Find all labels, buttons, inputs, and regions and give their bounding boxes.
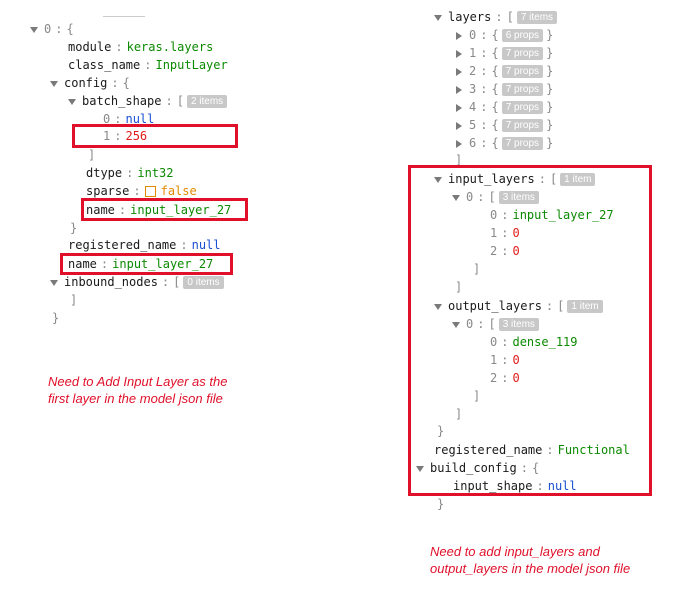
array-close: ]: [88, 148, 96, 162]
prop-count-badge: 6 props: [501, 29, 544, 42]
annotation-note: Need to Add Input Layer as the first lay…: [48, 374, 228, 406]
array-item-1[interactable]: 1:0: [490, 353, 520, 367]
highlight-box: [408, 165, 652, 496]
collapsed-caret-icon[interactable]: [456, 67, 462, 76]
property-name[interactable]: name:input_layer_27: [68, 257, 214, 271]
expand-caret-icon[interactable]: [30, 26, 38, 33]
checkbox-icon[interactable]: [144, 186, 156, 197]
object-close: }: [437, 424, 445, 438]
array-close: ]: [455, 280, 463, 294]
divider: [103, 16, 145, 17]
array-item-2[interactable]: 2:0: [490, 244, 520, 258]
array-close: ]: [455, 407, 463, 421]
property-sparse[interactable]: sparse:false: [86, 184, 197, 198]
array-close: ]: [473, 389, 481, 403]
item-count-badge: 7 items: [516, 11, 558, 24]
tree-node-input-layers-0[interactable]: 0:[3 items: [452, 188, 542, 206]
prop-count-badge: 7 props: [501, 83, 544, 96]
prop-count-badge: 7 props: [501, 47, 544, 60]
collapsed-caret-icon[interactable]: [456, 103, 462, 112]
item-count-badge: 3 items: [498, 191, 539, 204]
expand-caret-icon[interactable]: [434, 303, 442, 310]
item-count-badge: 3 items: [498, 318, 539, 331]
layer-item[interactable]: 5:{7 props}: [455, 116, 553, 134]
expand-caret-icon[interactable]: [50, 80, 58, 87]
item-count-badge: 0 items: [183, 276, 224, 289]
prop-count-badge: 7 props: [501, 119, 544, 132]
expand-caret-icon[interactable]: [434, 14, 442, 21]
tree-node-output-layers[interactable]: output_layers:[1 item: [434, 297, 606, 315]
prop-count-badge: 7 props: [501, 101, 544, 114]
property-registered-name[interactable]: registered_name:Functional: [434, 443, 630, 457]
item-count-badge: 1 item: [567, 300, 603, 313]
highlight-box: [72, 124, 238, 148]
layer-item[interactable]: 6:{7 props}: [455, 134, 553, 152]
array-item-2[interactable]: 2:0: [490, 371, 520, 385]
layer-item[interactable]: 0:{6 props}: [455, 26, 553, 44]
annotation-note: Need to add input_layers and output_laye…: [430, 544, 631, 576]
array-item-0[interactable]: 0:input_layer_27: [490, 208, 614, 222]
array-close: ]: [455, 153, 463, 167]
array-item-0[interactable]: 0:dense_119: [490, 335, 578, 349]
object-close: }: [437, 497, 445, 511]
property-registered-name[interactable]: registered_name:null: [68, 238, 221, 252]
expand-caret-icon[interactable]: [452, 194, 460, 201]
prop-count-badge: 7 props: [501, 137, 544, 150]
property-module[interactable]: module:keras.layers: [68, 40, 214, 54]
highlight-box: [81, 198, 248, 221]
expand-caret-icon[interactable]: [434, 176, 442, 183]
array-close: ]: [70, 293, 78, 307]
layer-item[interactable]: 2:{7 props}: [455, 62, 553, 80]
tree-node-root[interactable]: 0:{: [30, 20, 74, 38]
collapsed-caret-icon[interactable]: [456, 121, 462, 130]
collapsed-caret-icon[interactable]: [456, 139, 462, 148]
item-count-badge: 2 items: [186, 95, 228, 108]
array-item-1[interactable]: 1:0: [490, 226, 520, 240]
tree-node-batch-shape[interactable]: batch_shape:[2 items: [68, 92, 230, 110]
object-close: }: [70, 221, 78, 235]
property-input-shape[interactable]: input_shape:null: [453, 479, 577, 493]
property-config-name[interactable]: name:input_layer_27: [86, 203, 232, 217]
object-close: }: [52, 311, 60, 325]
collapsed-caret-icon[interactable]: [456, 85, 462, 94]
array-item-0[interactable]: 0:null: [103, 112, 155, 126]
property-dtype[interactable]: dtype:int32: [86, 166, 174, 180]
prop-count-badge: 7 props: [501, 65, 544, 78]
collapsed-caret-icon[interactable]: [456, 31, 462, 40]
tree-node-layers[interactable]: layers:[7 items: [434, 8, 560, 26]
property-class-name[interactable]: class_name:InputLayer: [68, 58, 228, 72]
highlight-box: [60, 253, 233, 275]
tree-node-input-layers[interactable]: input_layers:[1 item: [434, 170, 598, 188]
expand-caret-icon[interactable]: [68, 98, 76, 105]
layer-item[interactable]: 3:{7 props}: [455, 80, 553, 98]
tree-node-config[interactable]: config:{: [50, 74, 130, 92]
tree-node-build-config[interactable]: build_config:{: [416, 459, 539, 477]
expand-caret-icon[interactable]: [50, 279, 58, 286]
array-item-1[interactable]: 1:256: [103, 129, 148, 143]
layer-item[interactable]: 1:{7 props}: [455, 44, 553, 62]
expand-caret-icon[interactable]: [416, 465, 424, 472]
layer-item[interactable]: 4:{7 props}: [455, 98, 553, 116]
item-count-badge: 1 item: [560, 173, 596, 186]
tree-node-output-layers-0[interactable]: 0:[3 items: [452, 315, 542, 333]
expand-caret-icon[interactable]: [452, 321, 460, 328]
tree-node-inbound-nodes[interactable]: inbound_nodes:[0 items: [50, 273, 227, 291]
array-close: ]: [473, 262, 481, 276]
collapsed-caret-icon[interactable]: [456, 49, 462, 58]
